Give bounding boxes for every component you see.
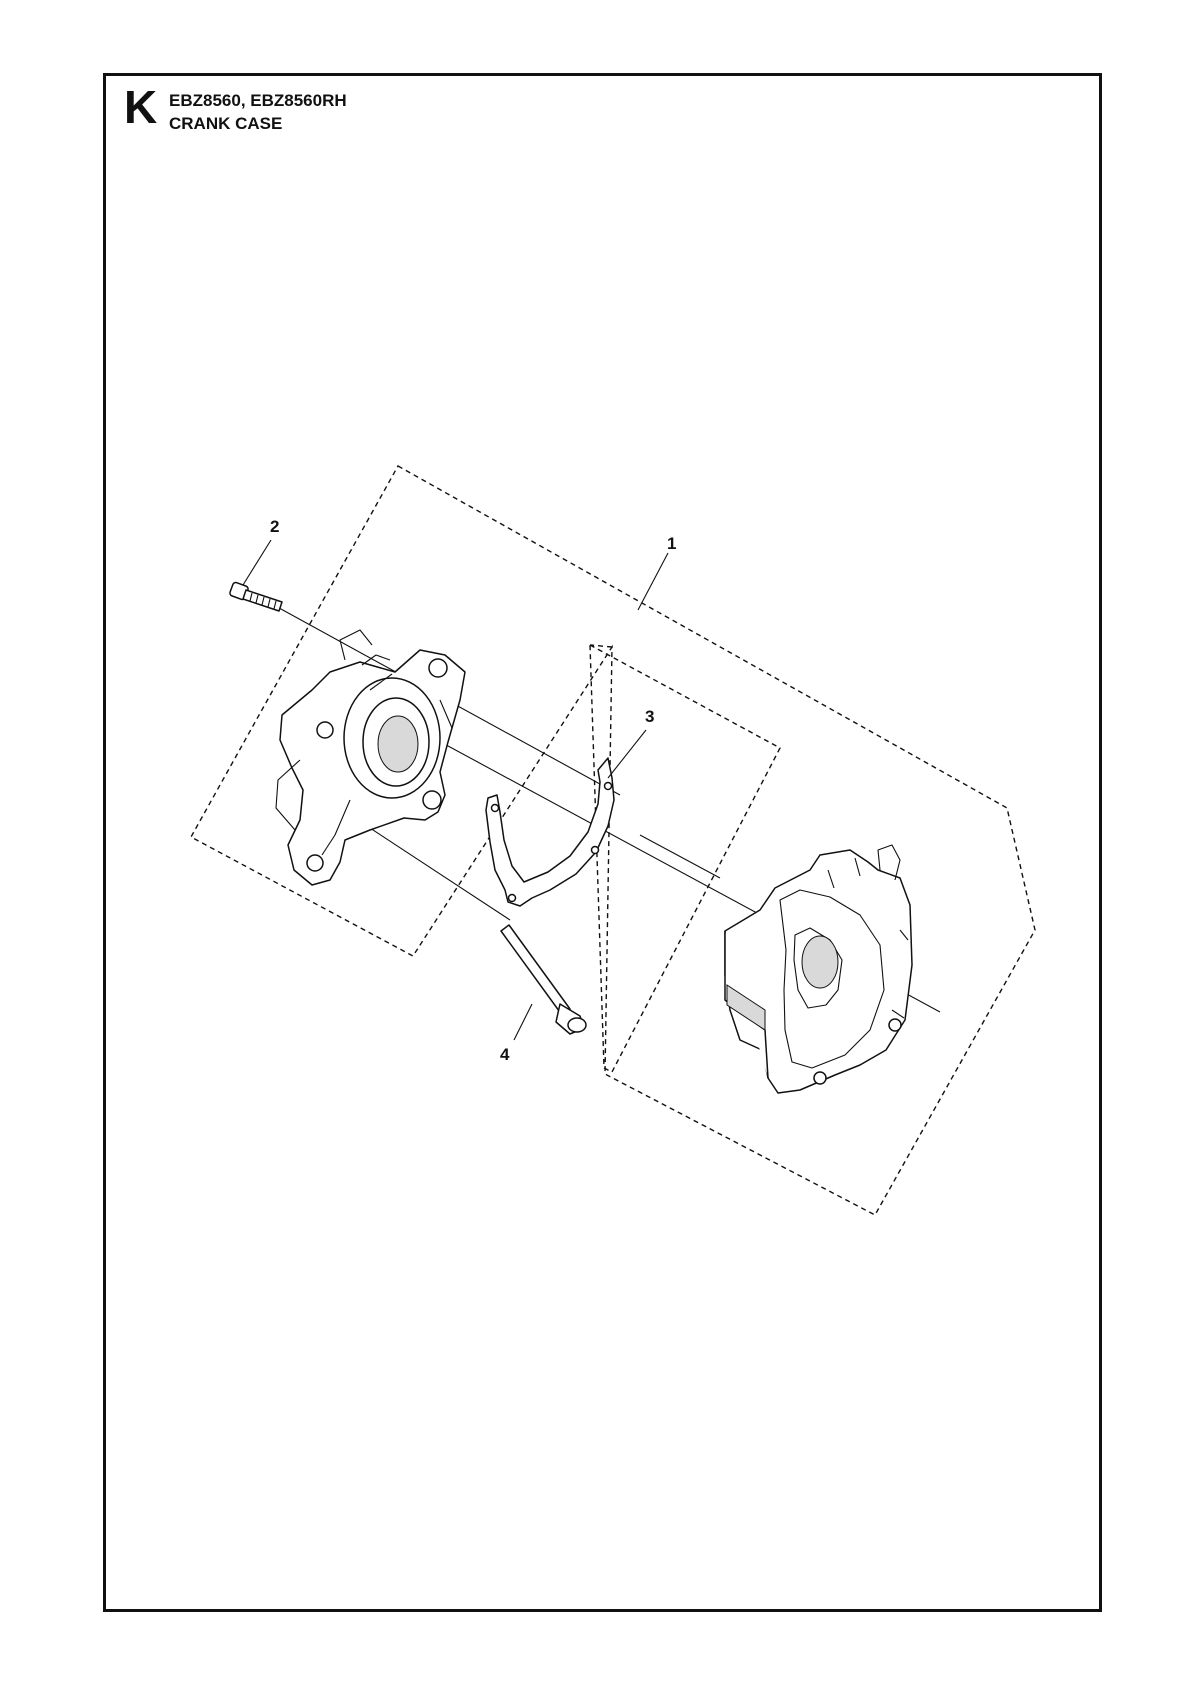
leader-line-1	[637, 552, 669, 611]
title-block: EBZ8560, EBZ8560RH CRANK CASE	[169, 89, 347, 135]
page-title: CRANK CASE	[169, 114, 283, 133]
gasket-part-3	[485, 757, 615, 907]
callout-3: 3	[645, 707, 654, 726]
callout-1: 1	[667, 534, 676, 553]
crankcase-left-half	[275, 629, 466, 886]
section-letter: K	[124, 81, 158, 133]
leader-line-2	[242, 539, 272, 586]
leader-line-4	[513, 1003, 533, 1041]
leader-line-3	[607, 729, 647, 779]
page-frame	[103, 73, 1102, 1612]
assembly-boundary-1	[190, 465, 1036, 1216]
screw-part-2	[229, 581, 283, 612]
screw-part-4	[500, 924, 587, 1035]
callout-2: 2	[270, 517, 279, 536]
assembly-boundary-3	[589, 643, 781, 1073]
crankcase-right-half	[724, 844, 913, 1094]
model-numbers: EBZ8560, EBZ8560RH	[169, 91, 347, 110]
callout-4: 4	[500, 1045, 510, 1064]
